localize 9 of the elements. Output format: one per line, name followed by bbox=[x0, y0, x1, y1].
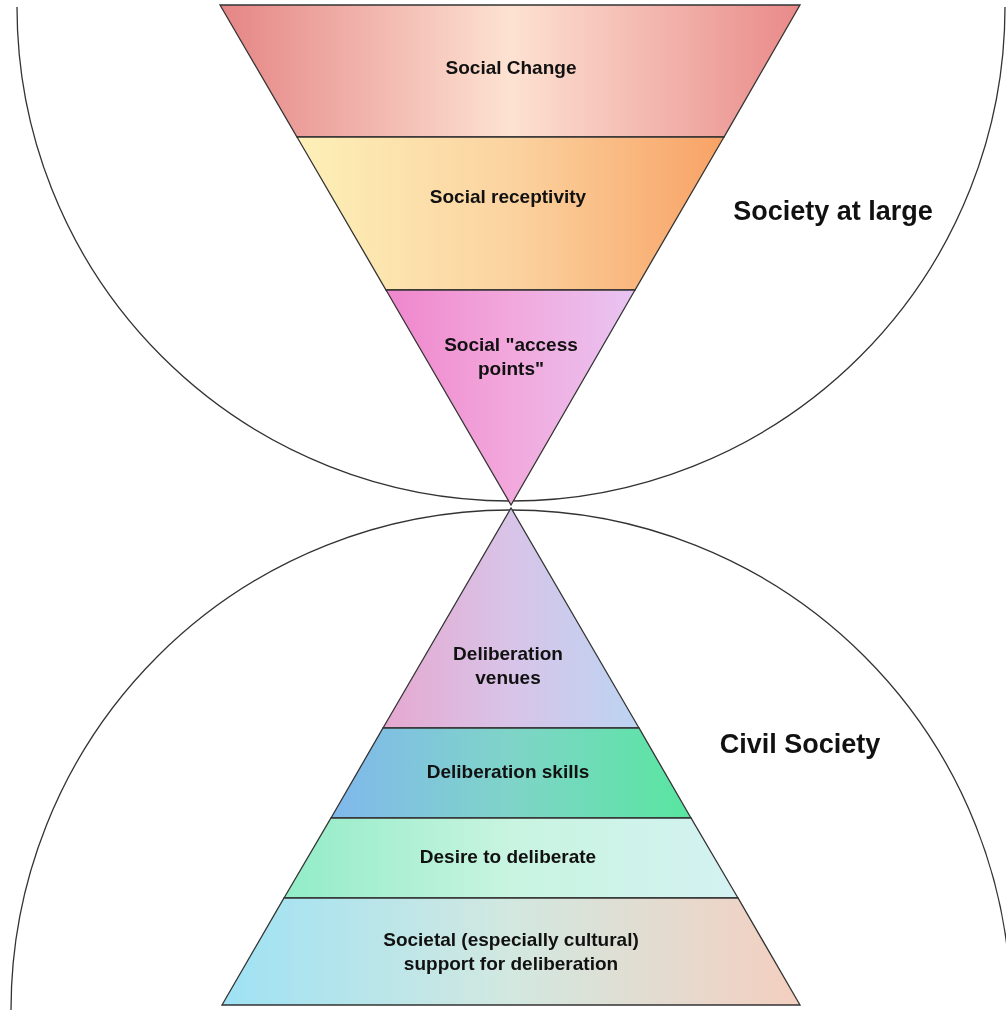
segment-label: Deliberation skills bbox=[425, 760, 591, 784]
segment-label: Deliberation venues bbox=[452, 642, 564, 690]
segment-label: Social "access points" bbox=[443, 333, 579, 381]
segment-label: Social Change bbox=[444, 56, 578, 80]
region-title: Civil Society bbox=[718, 728, 882, 762]
segment-label: Societal (especially cultural) support for deliberation bbox=[382, 928, 640, 976]
segment-label: Desire to deliberate bbox=[418, 845, 598, 869]
region-title: Society at large bbox=[733, 195, 933, 229]
segment-label: Social receptivity bbox=[428, 185, 588, 209]
